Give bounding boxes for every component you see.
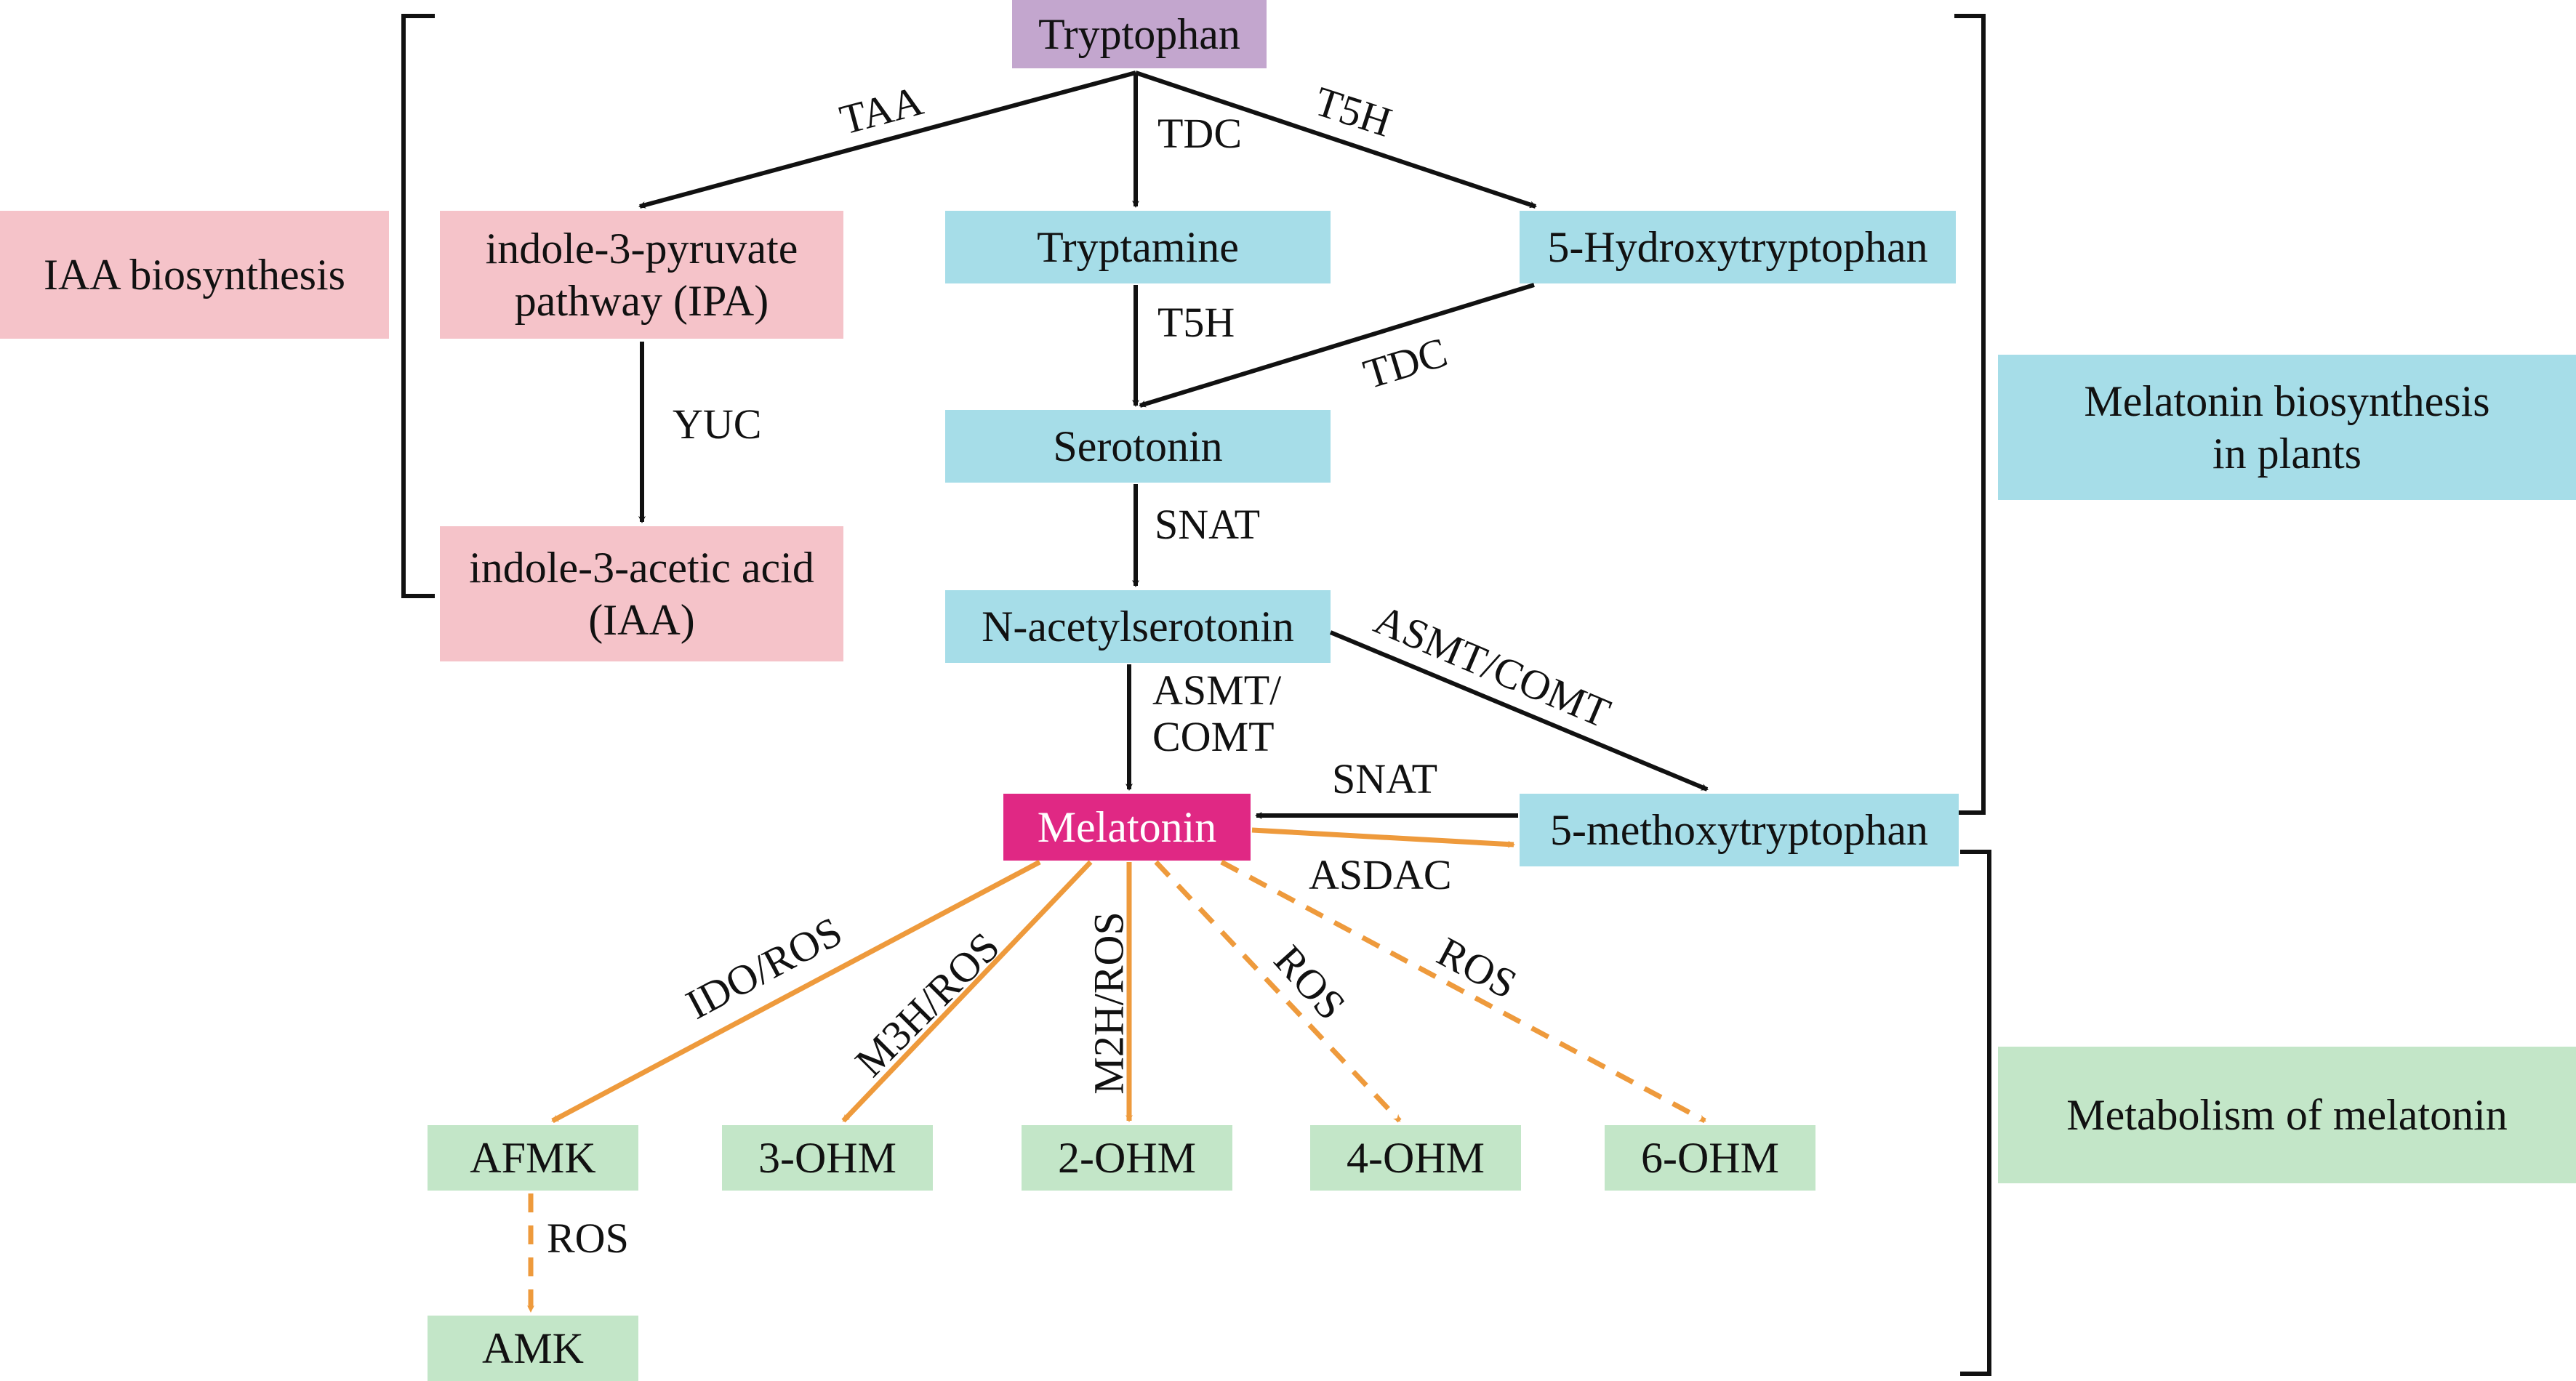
melatonin-plants-label: Melatonin biosynthesis in plants [1998,355,2576,500]
ohm3-box [722,1125,933,1191]
arrow-asmt-comt-diag [1329,630,1709,792]
ipa-box [440,211,843,339]
ohm4-box [1310,1125,1521,1191]
tryptamine-box [945,211,1331,283]
ipa-label: indole-3-pyruvate pathway (IPA) [440,211,843,339]
enzyme-snat-low: SNAT [1332,755,1438,802]
iaa-biosynthesis-label: IAA biosynthesis [43,251,346,299]
n-acetylserotonin-box [945,590,1331,663]
arrow-taa [638,71,1136,209]
enzyme-yuc: YUC [673,400,762,448]
enzyme-asmt-comt: ASMT/ COMT [1152,667,1282,760]
tryptamine-label: Tryptamine [1037,223,1239,271]
metabolism-label: Metabolism of melatonin [2066,1091,2508,1139]
iaa-label: indole-3-acetic acid (IAA) [440,526,843,661]
ohm2-box [1022,1125,1232,1191]
arrow-ros-4 [1154,860,1402,1123]
ohm6-box [1605,1125,1815,1191]
right-bracket-bottom [1960,850,1991,1376]
melatonin-plants-line1: Melatonin biosynthesis [2084,377,2490,425]
hydroxytryptophan-label: 5-Hydroxytryptophan [1547,223,1928,271]
enzyme-ros-amk: ROS [547,1215,629,1262]
iaa-line1: indole-3-acetic acid [469,544,814,592]
afmk-box [428,1125,638,1191]
methoxytryptophan-label: 5-methoxytryptophan [1550,806,1928,854]
ohm3-label: 3-OHM [758,1134,896,1182]
methoxytryptophan-box [1520,794,1959,866]
arrow-m3h-ros [841,860,1093,1123]
melatonin-plants-line2: in plants [2212,430,2362,478]
n-acetylserotonin-label: N-acetylserotonin [982,603,1294,651]
enzyme-asdac: ASDAC [1309,851,1452,898]
hydroxytryptophan-box [1520,211,1956,283]
ohm6-label: 6-OHM [1641,1134,1779,1182]
enzyme-snat-mid: SNAT [1155,501,1261,548]
ohm2-label: 2-OHM [1058,1134,1196,1182]
ipa-line1: indole-3-pyruvate [485,225,798,273]
metabolism-box [1998,1047,2576,1183]
iaa-line2: (IAA) [588,596,695,644]
enzyme-asmt-line1: ASMT/ [1152,667,1282,714]
enzyme-t5h-mid: T5H [1157,299,1235,346]
enzyme-m2h-ros: M2H/ROS [1085,911,1133,1095]
melatonin-label: Melatonin [1037,803,1217,851]
amk-box [428,1316,638,1381]
iaa-box [440,526,843,661]
right-bracket-top [1954,14,1986,815]
enzyme-comt-line2: COMT [1152,713,1275,760]
tryptophan-box [1012,0,1267,68]
left-bracket [401,14,435,598]
iaa-biosynthesis-box [0,211,389,339]
arrow-ido-ros [551,859,1041,1124]
arrow-tdc-mid [1139,283,1535,408]
arrow-t5h-top [1135,71,1537,209]
melatonin-box [1003,794,1251,861]
enzyme-tdc-top: TDC [1157,110,1242,157]
serotonin-box [945,410,1331,483]
melatonin-plants-box [1998,355,2576,500]
arrow-ros-6 [1220,859,1706,1124]
ipa-line2: pathway (IPA) [514,277,769,325]
ohm4-label: 4-OHM [1347,1134,1485,1182]
serotonin-label: Serotonin [1053,422,1223,470]
tryptophan-label: Tryptophan [1038,10,1240,58]
amk-label: AMK [481,1324,584,1372]
arrow-asdac [1251,827,1515,848]
afmk-label: AFMK [470,1134,596,1182]
